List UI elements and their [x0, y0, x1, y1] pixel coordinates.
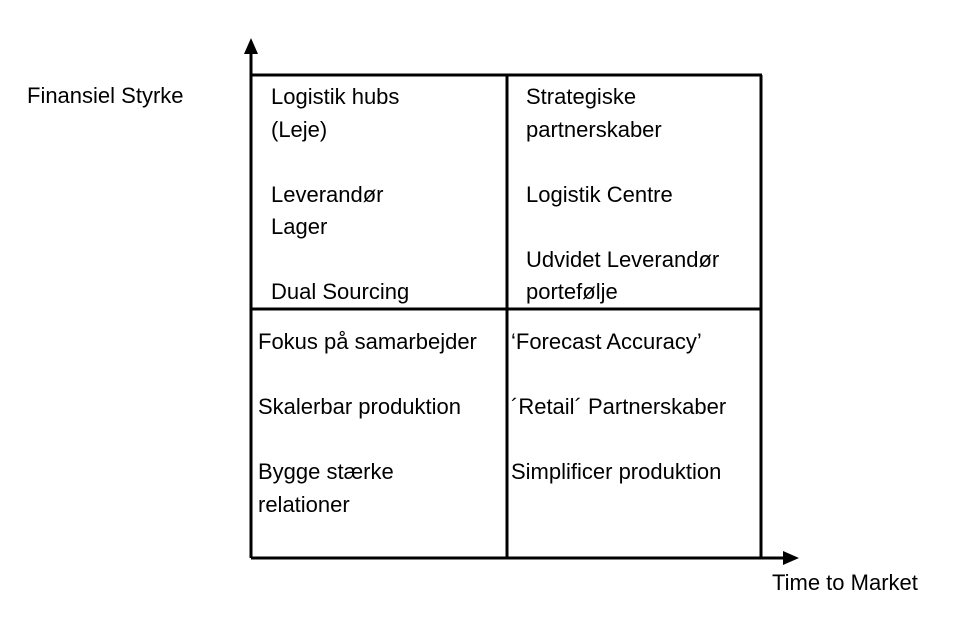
quadrant-item-text: portefølje: [526, 279, 618, 304]
quadrant-item-text: Logistik Centre: [526, 181, 673, 207]
quadrant-item-text: Lager: [271, 214, 328, 239]
x-axis-label: Time to Market: [772, 570, 918, 595]
item-spacer: [511, 424, 726, 457]
x-axis-arrowhead: [783, 551, 799, 565]
quadrant-item-text: Skalerbar produktion: [258, 394, 462, 419]
quadrant-item-text: Fokus på samarbejder: [258, 329, 477, 354]
quadrant-item-text: Bygge stærke: [258, 459, 394, 484]
item-spacer: [271, 244, 409, 277]
quadrant-item-text: Dual Sourcing: [271, 279, 410, 304]
quadrant-item-text: ´Retail´ Partnerskaber: [511, 394, 727, 419]
quadrant-item-text: Simplificer produktion: [511, 459, 722, 484]
quadrant-item-text: (Leje): [271, 116, 328, 142]
quadrant-item-text: partnerskaber: [526, 116, 662, 142]
quadrant-item-text: Leverandør: [271, 181, 384, 207]
item-spacer: [258, 424, 477, 457]
quadrant-item-text: relationer: [258, 491, 350, 517]
y-axis-arrowhead: [244, 38, 258, 54]
item-spacer: [258, 359, 477, 392]
quadrant-item-text: Udvidet Leverandør: [526, 246, 720, 272]
quadrant-bottom-right: ‘Forecast Accuracy’ ´Retail´ Partnerskabe…: [511, 326, 726, 489]
item-spacer: [526, 146, 719, 179]
quadrant-item-text: Logistik hubs: [271, 84, 400, 109]
item-spacer: [511, 359, 726, 392]
item-spacer: [271, 146, 409, 179]
item-spacer: [526, 211, 719, 244]
quadrant-item-text: ‘Forecast Accuracy’: [511, 329, 702, 354]
quadrant-item-text: Strategiske: [526, 84, 637, 109]
y-axis-label: Finansiel Styrke: [27, 83, 184, 108]
